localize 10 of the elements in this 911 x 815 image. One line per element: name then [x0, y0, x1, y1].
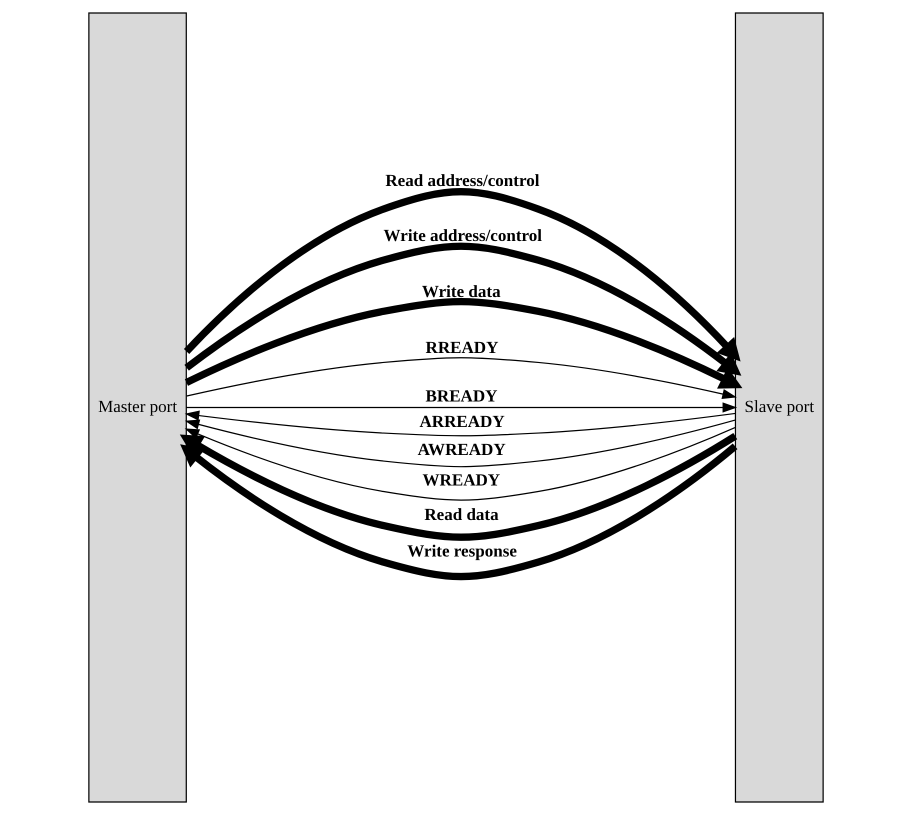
edge-label: RREADY [425, 338, 498, 357]
edge-label: WREADY [422, 470, 500, 490]
edge-label: AWREADY [417, 440, 506, 460]
edge-label: BREADY [425, 386, 497, 406]
edge-label: ARREADY [418, 412, 504, 432]
edge-label: Write address/control [383, 226, 542, 245]
edge-label: Write response [406, 541, 516, 560]
edge-label: Read address/control [384, 171, 539, 190]
edge-label: Write data [421, 282, 500, 301]
edge-label: Read data [424, 504, 498, 524]
